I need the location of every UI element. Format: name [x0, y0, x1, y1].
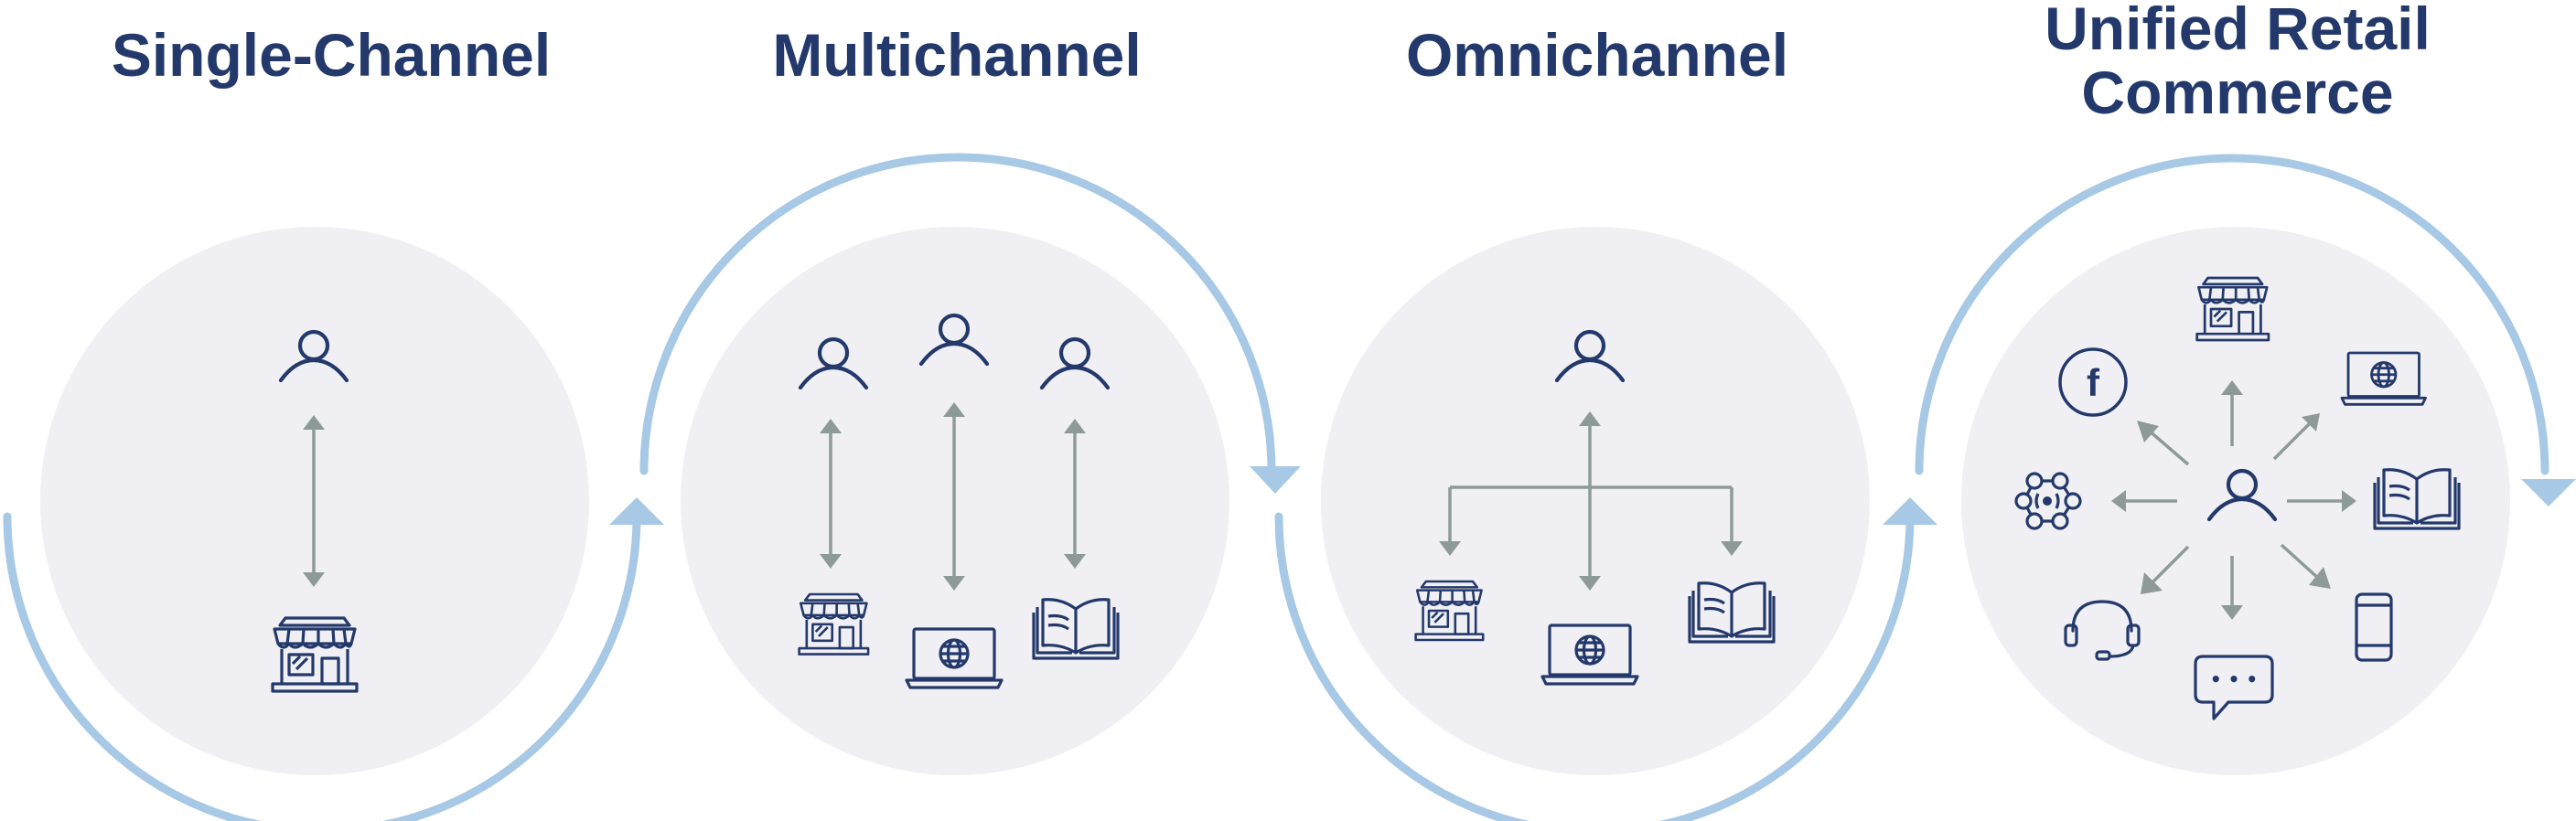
stage-title-line-1: Unified Retail [2045, 0, 2431, 62]
facebook-glyph: f [2087, 361, 2100, 404]
flow-arrowhead-down-2 [1250, 466, 1301, 494]
radiating-arrows [2111, 380, 2356, 620]
flow-arrowhead-up-1 [609, 497, 664, 525]
flow-arc-3 [1274, 512, 1915, 821]
stage-circle-omni [1321, 227, 1870, 775]
flow-arc-1 [3, 512, 641, 821]
stage-title-unified-retail-commerce: Unified Retail Commerce [1963, 0, 2512, 124]
mobile-phone-icon [2355, 592, 2393, 662]
network-hub-icon [2014, 472, 2082, 530]
headset-icon [2064, 600, 2141, 661]
stage-title-multichannel: Multichannel [772, 21, 1142, 89]
flow-arrowhead-down-4 [2521, 479, 2576, 506]
branching-arrows [1439, 411, 1743, 591]
facebook-icon: f [2058, 347, 2128, 417]
chat-icon: • • • [2194, 655, 2274, 720]
flow-arc-2 [639, 153, 1276, 475]
chat-dots: • • • [2210, 668, 2258, 690]
stage-title-single-channel: Single-Channel [111, 21, 552, 89]
stage-title-omnichannel: Omnichannel [1405, 21, 1789, 89]
flow-arrowhead-up-3 [1883, 497, 1937, 525]
stage-title-line-2: Commerce [2081, 59, 2394, 126]
flow-arc-4 [1915, 154, 2549, 475]
two-way-arrow [303, 415, 325, 587]
two-way-arrows [820, 402, 1086, 591]
